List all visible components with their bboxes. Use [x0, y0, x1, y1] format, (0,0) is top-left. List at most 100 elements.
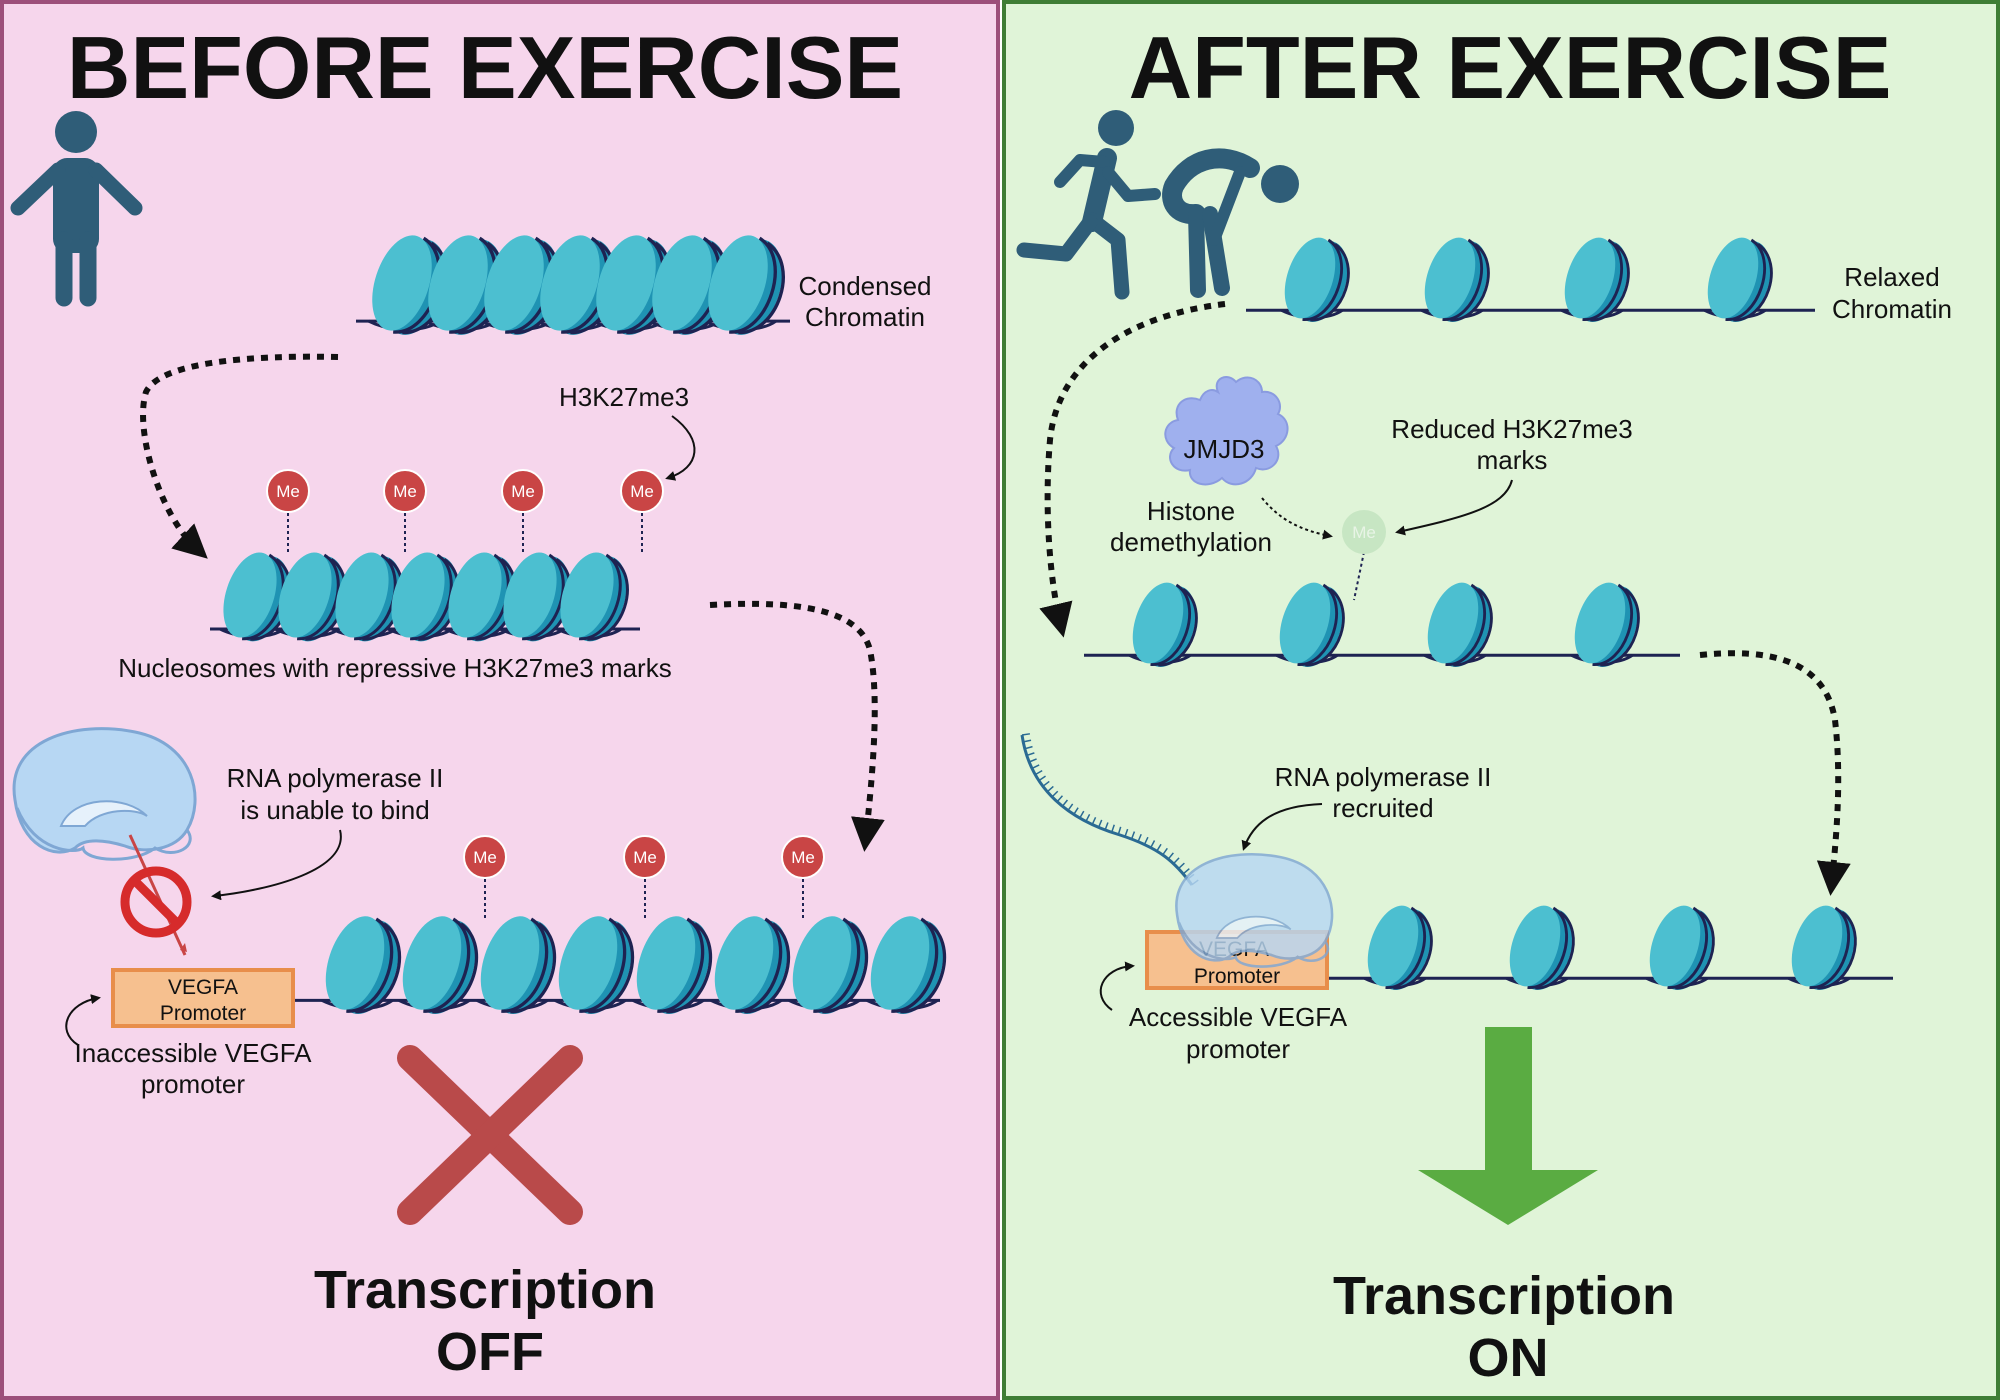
methyl-mark-label: Me	[633, 848, 657, 867]
nucleosome	[596, 235, 673, 335]
person-running-icon	[1016, 110, 1161, 300]
transcription-on-line2: ON	[1468, 1328, 1549, 1388]
rnap-recruited-label-line2: recruited	[1332, 793, 1433, 823]
reduced-marks-label-line1: Reduced H3K27me3	[1391, 414, 1632, 444]
nucleosome	[636, 916, 713, 1014]
demethylation-label-line1: Histone	[1147, 496, 1235, 526]
nucleosome	[402, 916, 479, 1014]
rna-polymerase-ii-bound	[1175, 853, 1334, 968]
faded-methyl-text: Me	[1352, 523, 1376, 542]
person-resting-icon	[1162, 148, 1299, 298]
h3k27me3-mark: Me	[266, 469, 310, 552]
nucleosome	[1367, 905, 1433, 991]
transcription-off-line1: Transcription	[314, 1260, 656, 1320]
after-title: AFTER EXERCISE	[1129, 18, 1892, 117]
condensed-chromatin-label-line2: Chromatin	[805, 302, 925, 332]
flow-arrow-1	[140, 353, 339, 559]
nucleosome	[558, 916, 635, 1014]
h3k27me3-pointer	[665, 415, 696, 481]
nucleosome	[1509, 905, 1575, 991]
nucleosome	[792, 916, 869, 1014]
nucleosome	[1132, 582, 1198, 668]
h3k27me3-label: H3K27me3	[559, 382, 689, 412]
inaccessible-label-line2: promoter	[141, 1069, 245, 1099]
methyl-mark-label: Me	[791, 848, 815, 867]
inaccessible-pointer	[65, 994, 101, 1046]
flow-arrow-4	[1699, 650, 1851, 896]
methyl-mark-label: Me	[473, 848, 497, 867]
nucleosome	[714, 916, 791, 1014]
nucleosome	[560, 552, 629, 642]
h3k27me3-mark: Me	[620, 469, 664, 552]
h3k27me3-mark: Me	[383, 469, 427, 552]
rna-polymerase-ii	[12, 727, 197, 861]
nucleosome	[1427, 582, 1493, 668]
promoter-chromatin-fiber: Me Me Me	[293, 835, 947, 1014]
nucleosome	[870, 916, 947, 1014]
inaccessible-label-line1: Inaccessible VEGFA	[75, 1038, 313, 1068]
nucleosome	[278, 552, 347, 642]
rnap-unable-pointer	[211, 829, 342, 901]
before-panel	[0, 0, 1000, 1400]
jmjd3-label: JMJD3	[1184, 434, 1265, 464]
demethylated-chromatin-fiber	[1084, 582, 1680, 668]
methyl-mark-label: Me	[393, 482, 417, 501]
nucleosome	[335, 552, 404, 642]
h3k27me3-mark: Me	[501, 469, 545, 552]
vegfa-promoter-accessible-line2: Promoter	[1194, 965, 1280, 988]
h3k27me3-mark: Me	[463, 835, 507, 918]
accessible-chromatin-fiber	[1327, 905, 1893, 991]
before-title: BEFORE EXERCISE	[67, 18, 903, 117]
person-standing-icon	[10, 111, 143, 307]
nucleosome	[325, 916, 402, 1014]
nucleosome	[1564, 237, 1630, 323]
relaxed-chromatin-label-line1: Relaxed	[1844, 262, 1939, 292]
nucleosome	[708, 235, 785, 335]
accessible-pointer	[1099, 961, 1135, 1011]
accessible-label-line2: promoter	[1186, 1034, 1290, 1064]
h3k27me3-mark: Me	[781, 835, 825, 918]
x-mark-icon	[397, 1045, 583, 1225]
nucleosome	[391, 552, 460, 642]
nucleosome	[480, 916, 557, 1014]
relaxed-chromatin-fiber	[1246, 237, 1815, 323]
nucleosome	[1279, 582, 1345, 668]
transcription-on-line1: Transcription	[1333, 1266, 1675, 1326]
vegfa-promoter-label-line2: Promoter	[160, 1002, 246, 1025]
vegfa-promoter-label-line1: VEGFA	[168, 976, 238, 999]
reduced-marks-pointer	[1395, 479, 1513, 536]
rnap-recruited-label-line1: RNA polymerase II	[1275, 762, 1492, 792]
nucleosome	[1424, 237, 1490, 323]
flow-arrow-2	[709, 600, 885, 852]
nucleosomes-caption: Nucleosomes with repressive H3K27me3 mar…	[118, 653, 671, 683]
relaxed-chromatin-label-line2: Chromatin	[1832, 294, 1952, 324]
h3k27me3-mark: Me	[623, 835, 667, 918]
prohibition-icon	[120, 834, 192, 956]
condensed-chromatin-fiber	[356, 235, 790, 335]
methyl-mark-label: Me	[630, 482, 654, 501]
vegfa-promoter-box	[111, 968, 295, 1028]
flow-arrow-3	[1039, 301, 1226, 638]
nucleosome	[223, 552, 292, 642]
nucleosome	[503, 552, 572, 642]
faded-methyl-mark: Me	[1342, 510, 1386, 601]
nucleosome	[1574, 582, 1640, 668]
jmjd3-enzyme: JMJD3	[1164, 376, 1289, 486]
methylated-nucleosome-fiber: Me Me Me Me	[210, 469, 664, 642]
transcription-off-line2: OFF	[436, 1322, 544, 1382]
rnap-unable-label-line1: RNA polymerase II	[227, 763, 444, 793]
rna-transcript	[1020, 733, 1199, 886]
demethylation-label-line2: demethylation	[1110, 527, 1272, 557]
down-arrow-icon	[1418, 1027, 1598, 1225]
nucleosome	[1284, 237, 1350, 323]
condensed-chromatin-label-line1: Condensed	[799, 271, 932, 301]
reduced-marks-label-line2: marks	[1477, 445, 1548, 475]
rnap-recruited-pointer	[1241, 803, 1323, 851]
nucleosome	[1707, 237, 1773, 323]
nucleosome	[1649, 905, 1715, 991]
nucleosome	[1791, 905, 1857, 991]
methyl-mark-label: Me	[511, 482, 535, 501]
demethylation-pointer	[1261, 497, 1333, 540]
